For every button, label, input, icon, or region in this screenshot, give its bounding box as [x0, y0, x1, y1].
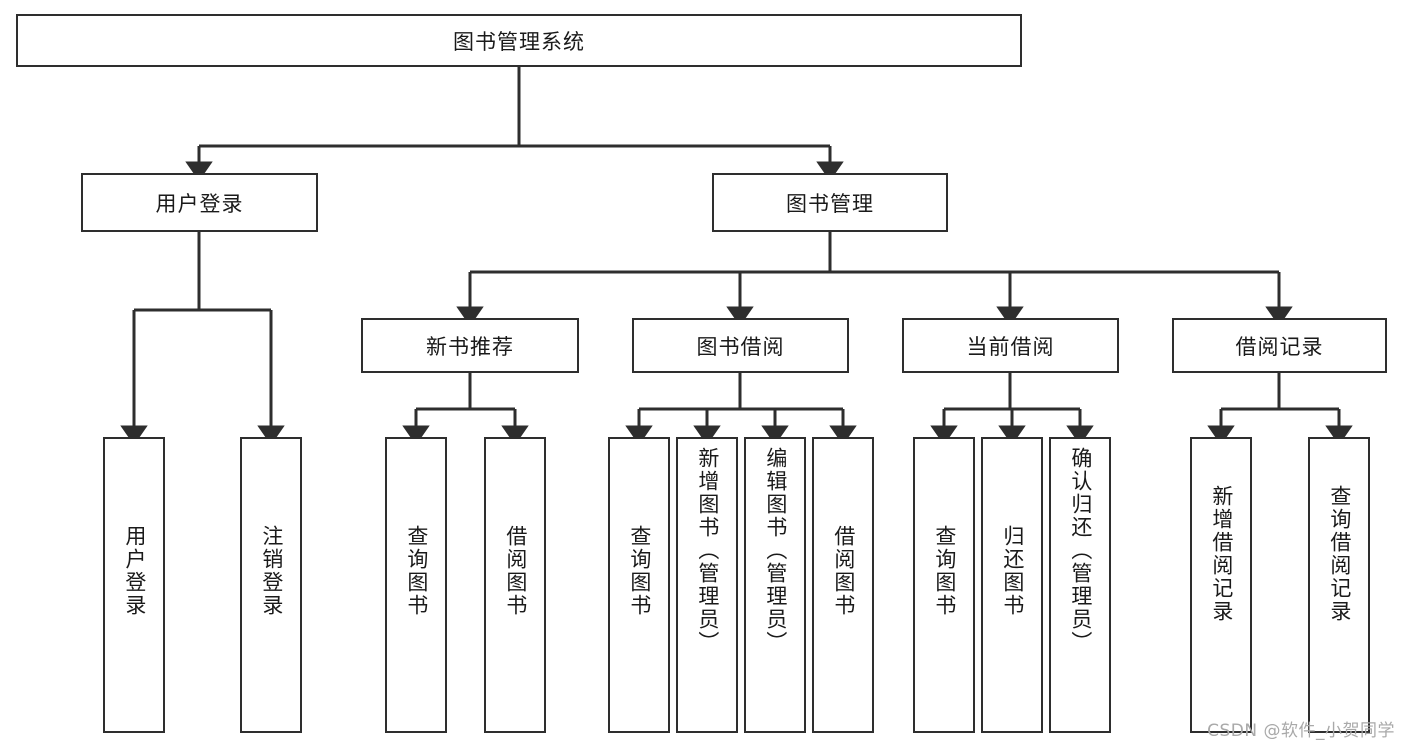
leaf-confirm-return-admin[interactable]: 确认归还（管理员）	[1049, 437, 1111, 733]
leaf-query-book-newbook-label: 查询图书	[404, 525, 429, 617]
leaf-edit-book-admin[interactable]: 编辑图书（管理员）	[744, 437, 806, 733]
leaf-query-book-newbook[interactable]: 查询图书	[385, 437, 447, 733]
leaf-confirm-return-admin-label: 确认归还（管理员）	[1068, 447, 1093, 654]
leaf-add-book-admin[interactable]: 新增图书（管理员）	[676, 437, 738, 733]
leaf-query-borrow-record-label: 查询借阅记录	[1327, 485, 1352, 623]
leaf-query-book-current[interactable]: 查询图书	[913, 437, 975, 733]
leaf-logout[interactable]: 注销登录	[240, 437, 302, 733]
leaf-borrow-book-label: 借阅图书	[831, 525, 856, 617]
leaf-query-borrow-record[interactable]: 查询借阅记录	[1308, 437, 1370, 733]
node-book-management[interactable]: 图书管理	[712, 173, 948, 232]
leaf-borrow-book-newbook[interactable]: 借阅图书	[484, 437, 546, 733]
node-root-label: 图书管理系统	[453, 29, 585, 54]
leaf-add-book-admin-label: 新增图书（管理员）	[695, 447, 720, 654]
leaf-query-book-current-label: 查询图书	[932, 525, 957, 617]
csdn-watermark: CSDN @软件_小贺同学	[1207, 721, 1395, 741]
node-current-borrow[interactable]: 当前借阅	[902, 318, 1119, 373]
node-borrow-records[interactable]: 借阅记录	[1172, 318, 1387, 373]
leaf-user-login-label: 用户登录	[122, 525, 147, 617]
leaf-edit-book-admin-label: 编辑图书（管理员）	[763, 447, 788, 654]
node-book-borrow[interactable]: 图书借阅	[632, 318, 849, 373]
node-new-book-recommend-label: 新书推荐	[426, 334, 514, 359]
leaf-borrow-book[interactable]: 借阅图书	[812, 437, 874, 733]
node-root[interactable]: 图书管理系统	[16, 14, 1022, 67]
leaf-user-login[interactable]: 用户登录	[103, 437, 165, 733]
node-user-login-label: 用户登录	[155, 191, 244, 216]
leaf-logout-label: 注销登录	[259, 525, 284, 617]
node-borrow-records-label: 借阅记录	[1235, 334, 1324, 359]
leaf-query-book-borrow-label: 查询图书	[627, 525, 652, 617]
node-user-login[interactable]: 用户登录	[81, 173, 318, 232]
leaf-query-book-borrow[interactable]: 查询图书	[608, 437, 670, 733]
leaf-borrow-book-newbook-label: 借阅图书	[503, 525, 528, 617]
leaf-add-borrow-record-label: 新增借阅记录	[1209, 485, 1234, 623]
node-current-borrow-label: 当前借阅	[966, 334, 1055, 359]
leaf-return-book[interactable]: 归还图书	[981, 437, 1043, 733]
leaf-return-book-label: 归还图书	[1000, 525, 1025, 617]
node-new-book-recommend[interactable]: 新书推荐	[361, 318, 579, 373]
node-book-management-label: 图书管理	[786, 191, 874, 216]
node-book-borrow-label: 图书借阅	[696, 334, 785, 359]
leaf-add-borrow-record[interactable]: 新增借阅记录	[1190, 437, 1252, 733]
